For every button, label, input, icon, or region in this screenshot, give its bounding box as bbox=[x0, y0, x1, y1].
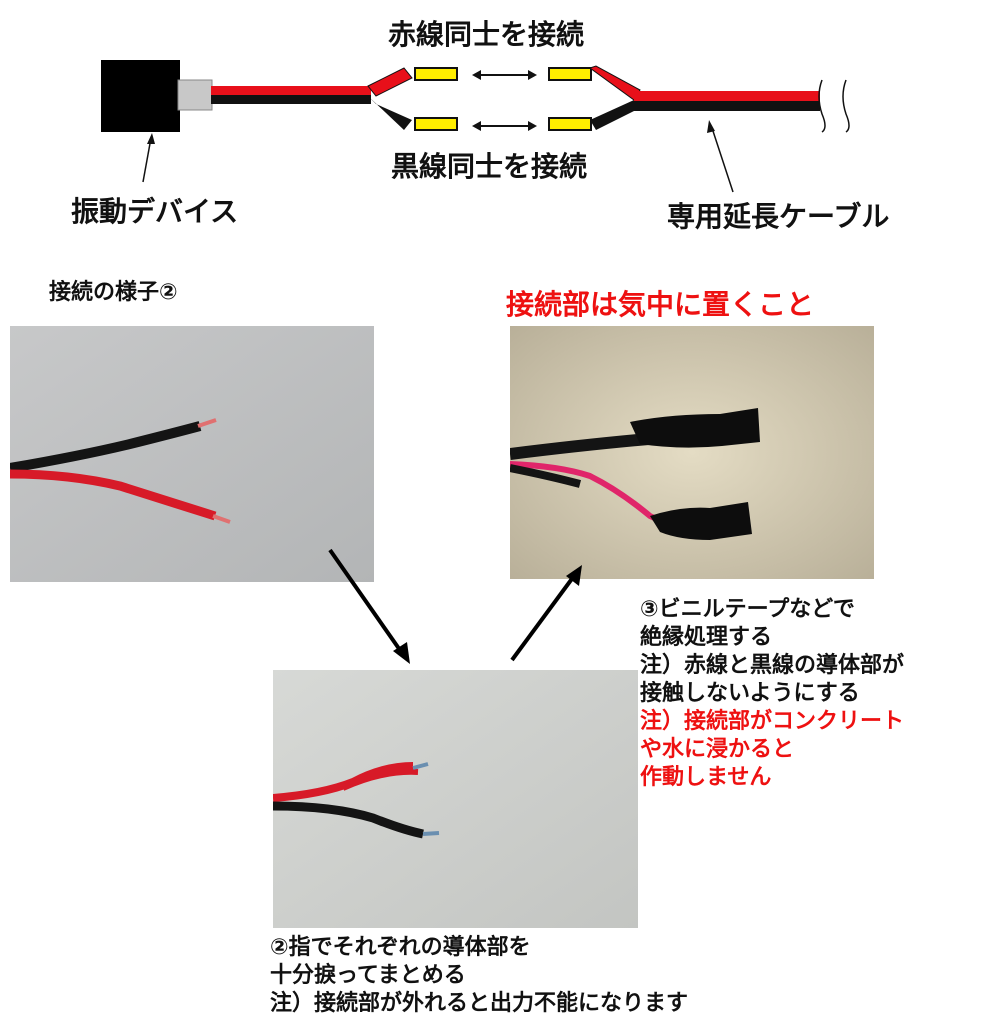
arrow-up-icon bbox=[566, 565, 582, 586]
step3-warning-line: 注）接続部がコンクリート bbox=[640, 709, 905, 734]
device-cable-red bbox=[211, 86, 371, 95]
step3-line: ③ビニルテープなどで bbox=[640, 597, 855, 622]
step2-line: 十分捩ってまとめる bbox=[270, 963, 466, 988]
pointer-line-icon bbox=[711, 127, 734, 193]
right-red-branch bbox=[588, 65, 641, 101]
pointer-line-icon bbox=[707, 120, 715, 133]
photo3-title: 接続部は気中に置くこと bbox=[506, 288, 815, 321]
label-red-connect: 赤線同士を接続 bbox=[388, 18, 585, 51]
step3-notes: ③ビニルテープなどで 絶縁処理する 注）赤線と黒線の導体部が 接触しないようにす… bbox=[640, 596, 904, 792]
step2-line: 注）接続部が外れると出力不能になります bbox=[270, 991, 689, 1016]
extension-cable-black bbox=[634, 101, 820, 111]
left-red-terminal bbox=[414, 67, 458, 81]
break-mark-icon bbox=[842, 79, 850, 133]
break-mark-icon bbox=[818, 79, 826, 133]
extension-cable-red bbox=[634, 91, 820, 101]
photo-separated-wires bbox=[10, 326, 374, 582]
wiring-diagram bbox=[101, 60, 850, 193]
right-black-branch bbox=[590, 100, 640, 130]
pointer-line-icon bbox=[142, 137, 152, 183]
step3-line: 注）赤線と黒線の導体部が bbox=[640, 653, 905, 678]
photo1-title: 接続の様子② bbox=[49, 280, 178, 305]
right-red-terminal bbox=[548, 67, 592, 81]
device-connector bbox=[177, 79, 213, 111]
right-black-terminal bbox=[548, 117, 592, 131]
step3-line: 接触しないようにする bbox=[640, 681, 860, 706]
double-arrow-icon bbox=[472, 70, 537, 80]
left-black-terminal bbox=[414, 117, 458, 131]
pointer-line-icon bbox=[147, 133, 155, 144]
step3-warning-line: 作動しません bbox=[640, 765, 772, 790]
step2-line: ②指でそれぞれの導体部を bbox=[270, 935, 531, 960]
photo-insulated-wires bbox=[510, 326, 874, 579]
device-cable-black bbox=[211, 95, 371, 104]
left-red-branch bbox=[367, 67, 413, 97]
photo-twisted-wires bbox=[273, 670, 638, 928]
label-black-connect: 黒線同士を接続 bbox=[391, 150, 588, 183]
label-extension-cable: 専用延長ケーブル bbox=[667, 200, 890, 233]
arrow-down-icon bbox=[393, 642, 410, 664]
step3-line: 絶縁処理する bbox=[640, 625, 773, 650]
double-arrow-icon bbox=[472, 121, 537, 131]
vibration-device-body bbox=[101, 60, 180, 132]
left-black-branch bbox=[368, 96, 412, 130]
step2-notes: ②指でそれぞれの導体部を 十分捩ってまとめる 注）接続部が外れると出力不能になり… bbox=[270, 934, 688, 1018]
step3-warning-line: や水に浸かると bbox=[640, 737, 795, 762]
label-vibration-device: 振動デバイス bbox=[71, 195, 239, 228]
